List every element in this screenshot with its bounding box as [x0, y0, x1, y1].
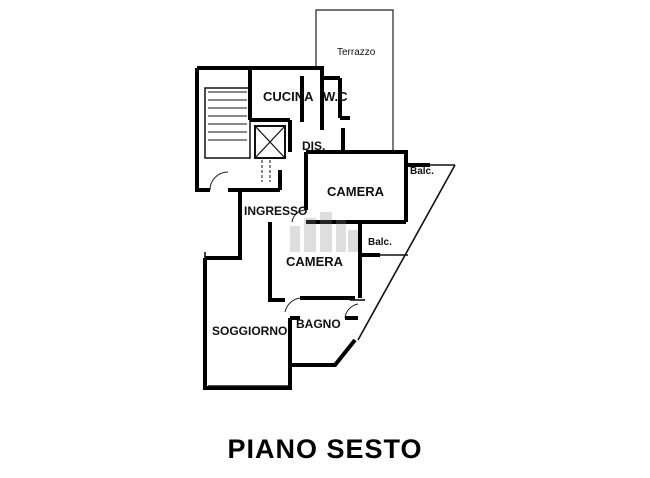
- label-dis: DIS.: [302, 139, 325, 153]
- label-terrazzo: Terrazzo: [337, 47, 376, 58]
- walls: [195, 66, 430, 390]
- label-cucina: CUCINA: [263, 89, 314, 104]
- stairwell: [204, 87, 251, 159]
- elevator-shaft: [254, 125, 286, 182]
- floor-title: PIANO SESTO: [227, 434, 423, 464]
- watermark-logo: [290, 212, 358, 252]
- terrace-outline: [315, 9, 394, 152]
- secondary-walls: [196, 68, 456, 387]
- label-ingresso: INGRESSO: [244, 204, 307, 218]
- label-wc: W.C: [323, 89, 348, 104]
- label-bagno: BAGNO: [296, 317, 341, 331]
- label-balc-2: Balc.: [368, 237, 392, 248]
- label-balc-1: Balc.: [410, 166, 434, 177]
- label-camera-2: CAMERA: [286, 254, 344, 269]
- label-soggiorno: SOGGIORNO: [212, 324, 287, 338]
- door-swings: [209, 171, 359, 319]
- label-camera-1: CAMERA: [327, 184, 385, 199]
